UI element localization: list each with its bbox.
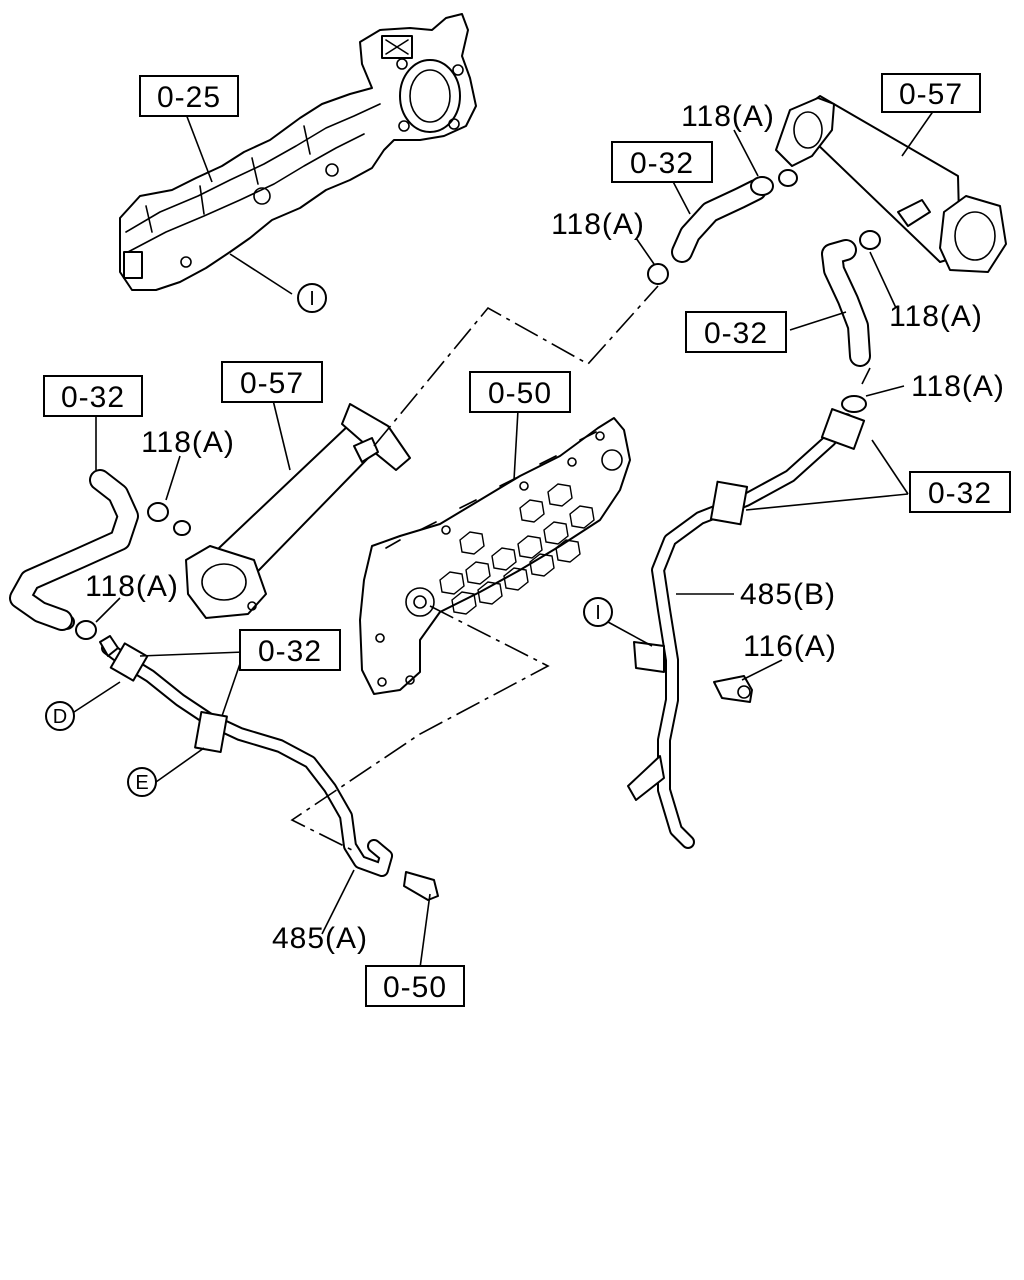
- hose-left: [9, 469, 139, 631]
- pipe-485a-label: 485(A): [272, 922, 368, 955]
- bolt-116a-label: 116(A): [743, 630, 837, 663]
- marker-i-top-text: I: [309, 288, 315, 310]
- callout-0-50-lower-text: 0-50: [383, 971, 447, 1004]
- callout-0-32-left: 0-32: [43, 375, 143, 417]
- egr-cooler-left: [185, 403, 411, 619]
- leader-lines: [73, 109, 935, 969]
- callout-0-32-clip-right-text: 0-32: [928, 477, 992, 510]
- clamp-label-1: 118(A): [681, 100, 775, 133]
- marker-i-right: I: [583, 597, 613, 627]
- clamp-label-5: 118(A): [141, 426, 235, 459]
- clamp-label-4: 118(A): [911, 370, 1005, 403]
- hose-upper-right: [821, 239, 871, 367]
- clamp-label-2: 118(A): [551, 208, 645, 241]
- callout-0-32-upper: 0-32: [611, 141, 713, 183]
- callout-0-57-upper-text: 0-57: [899, 78, 963, 111]
- egr-module: [359, 417, 631, 695]
- callout-0-50: 0-50: [469, 371, 571, 413]
- clamp-label-6: 118(A): [85, 570, 179, 603]
- pipe-485b: [627, 408, 866, 849]
- callout-0-25-text: 0-25: [157, 81, 221, 114]
- callout-0-32-clip-left: 0-32: [239, 629, 341, 671]
- callout-0-32-left-text: 0-32: [61, 381, 125, 414]
- callout-0-32-upper-text: 0-32: [630, 147, 694, 180]
- callout-0-25: 0-25: [139, 75, 239, 117]
- intake-manifold: [119, 13, 477, 291]
- callout-0-50-text: 0-50: [488, 377, 552, 410]
- clamp-label-3: 118(A): [889, 300, 983, 333]
- callout-0-57-left-text: 0-57: [240, 367, 304, 400]
- marker-e: E: [127, 767, 157, 797]
- callout-0-32-clip-left-text: 0-32: [258, 635, 322, 668]
- marker-i-right-text: I: [595, 602, 601, 624]
- marker-d: D: [45, 701, 75, 731]
- pipe-485b-label: 485(B): [740, 578, 836, 611]
- routing-dashes: [290, 285, 871, 853]
- marker-e-text: E: [135, 772, 148, 794]
- callout-0-32-right-text: 0-32: [704, 317, 768, 350]
- callout-0-32-clip-right: 0-32: [909, 471, 1011, 513]
- egr-cooler-upper: [775, 95, 1007, 273]
- callout-0-50-lower: 0-50: [365, 965, 465, 1007]
- pipe-485a: [99, 635, 439, 901]
- hose-upper: [671, 179, 767, 263]
- callout-0-57-upper: 0-57: [881, 73, 981, 113]
- marker-d-text: D: [53, 706, 67, 728]
- callout-0-32-right: 0-32: [685, 311, 787, 353]
- callout-0-57-left: 0-57: [221, 361, 323, 403]
- marker-i-top: I: [297, 283, 327, 313]
